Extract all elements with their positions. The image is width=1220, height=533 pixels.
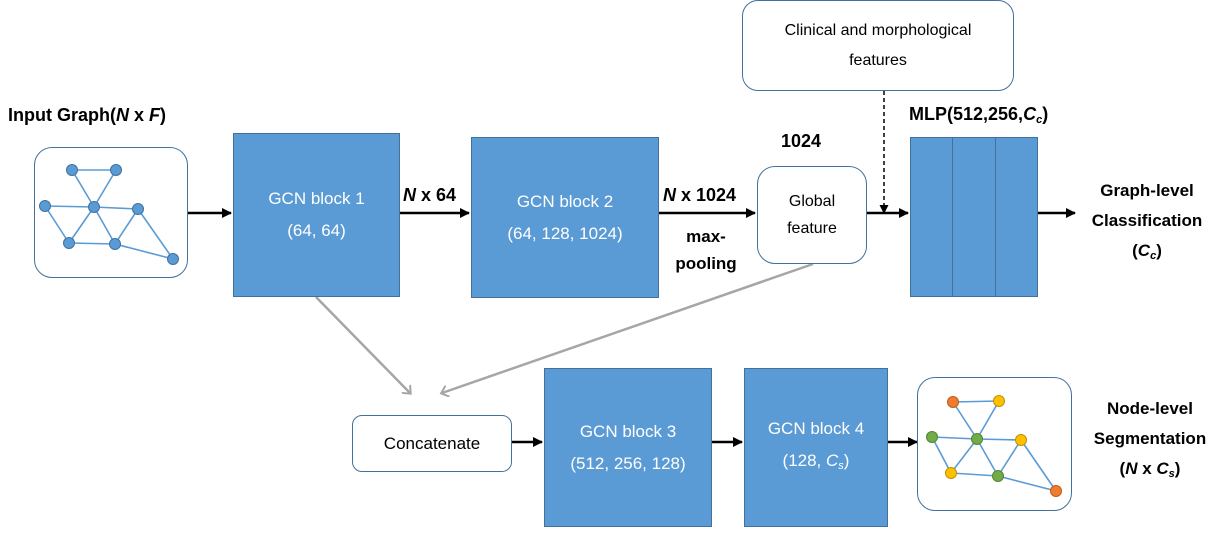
edge-label-n-x-64: N x 64: [403, 185, 457, 205]
mlp-layer-2: [953, 137, 996, 297]
gcn-block-4-params: (128, Cs): [782, 451, 850, 472]
input-graph-box: [34, 147, 188, 278]
gcn-block-1-params: (64, 64): [287, 221, 346, 240]
arrow-gcn1-skip-to-concat: [315, 296, 410, 393]
gcn-block-2: GCN block 2 (64, 128, 1024): [471, 137, 659, 298]
graph-level-output: Graph-level Classification (Cc): [1091, 181, 1203, 262]
gcn-block-4-title: GCN block 4: [767, 419, 865, 438]
edge-label-n-x-1024: N x 1024: [663, 185, 737, 205]
gcn-block-2-title: GCN block 2: [516, 191, 614, 211]
output-graph-icon: [926, 395, 1062, 497]
clinical-features-line2: features: [849, 51, 907, 69]
global-feature-box: Global feature: [757, 166, 867, 264]
mlp-layer-3: [995, 137, 1038, 297]
clinical-features-box: Clinical and morphological features: [742, 0, 1014, 91]
input-graph-icon: [39, 164, 179, 265]
gcn-block-3-title: GCN block 3: [579, 421, 677, 441]
input-graph-label: Input Graph(N x F): [8, 105, 166, 125]
arrow-global-skip-to-concat: [442, 262, 814, 393]
global-feature-line1: Global: [788, 193, 836, 210]
node-level-output: Node-level Segmentation (N x Cs): [1093, 399, 1207, 480]
gcn-block-4: GCN block 4 (128, Cs): [744, 368, 888, 527]
global-feature-dim: 1024: [781, 131, 822, 151]
mlp-layer-1: [910, 137, 954, 297]
global-feature-line2: feature: [787, 220, 837, 237]
gcn-block-2-params: (64, 128, 1024): [507, 223, 623, 243]
mlp-block: [910, 137, 1038, 297]
gcn-block-1: GCN block 1 (64, 64): [233, 133, 400, 297]
gcn-block-3: GCN block 3 (512, 256, 128): [544, 368, 712, 527]
mlp-label: MLP(512,256,Cc): [909, 104, 1049, 126]
concatenate-box: Concatenate: [352, 415, 512, 472]
gcn-block-3-params: (512, 256, 128): [570, 453, 686, 473]
max-pooling-label: max-pooling: [675, 227, 737, 273]
output-graph-box: [917, 377, 1072, 511]
concatenate-label: Concatenate: [383, 433, 481, 453]
gcn-block-1-title: GCN block 1: [268, 189, 365, 208]
clinical-features-line1: Clinical and morphological: [784, 21, 972, 39]
